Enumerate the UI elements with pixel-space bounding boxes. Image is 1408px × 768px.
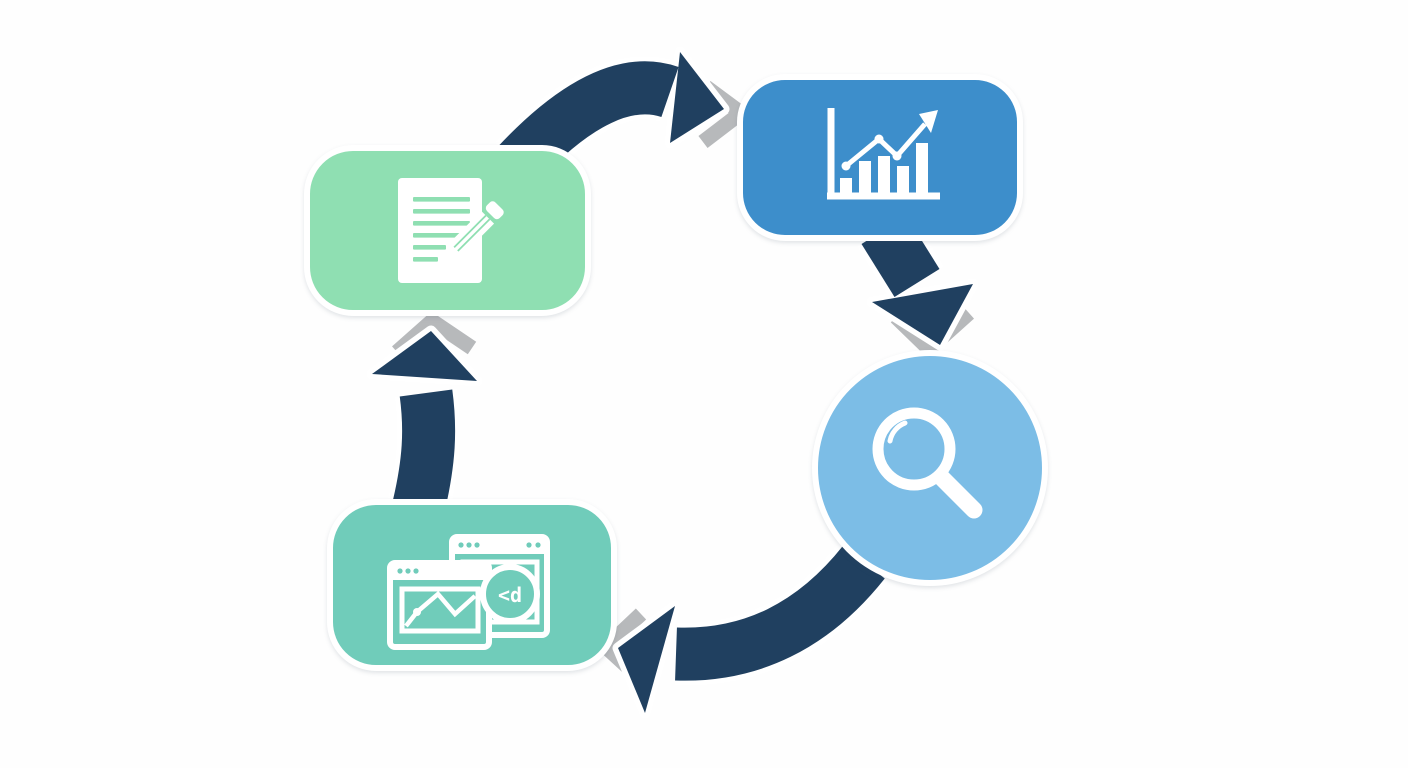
front-browser-window: [387, 560, 492, 650]
trend-arrowhead: [919, 110, 938, 133]
mini-line-chart: [404, 590, 477, 628]
document-pencil-icon: [398, 178, 504, 283]
arrow-up-icon: [366, 325, 483, 513]
code-badge: <d: [480, 564, 540, 624]
magnifying-glass-icon: [872, 407, 983, 519]
browser-windows-code-icon: <d: [387, 534, 550, 650]
magnifier-handle: [933, 469, 983, 519]
lens-highlight: [887, 420, 908, 444]
trend-line: [844, 122, 927, 168]
node-research-search: [812, 350, 1048, 586]
code-badge-text: <d: [498, 583, 522, 607]
bar-chart-trend-icon: [827, 108, 940, 200]
arrow-bottom-icon: [612, 542, 889, 719]
arrow-top-icon: [495, 46, 730, 186]
pencil-icon: [442, 201, 504, 263]
document-text-lines: [413, 197, 470, 262]
bars: [840, 143, 928, 193]
